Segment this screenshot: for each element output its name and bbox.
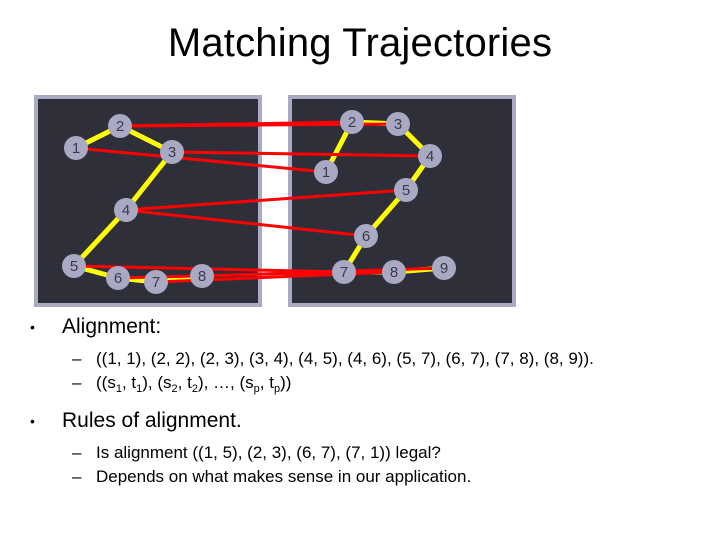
- bullet-marker: •: [30, 319, 35, 335]
- trajectory-s-point-label: 1: [72, 140, 80, 157]
- sub-bullet-text: Depends on what makes sense in our appli…: [96, 467, 472, 486]
- trajectory-s-point-label: 7: [152, 274, 160, 291]
- trajectory-s-point-marker: [160, 140, 184, 164]
- trajectory-t-point-marker: [382, 260, 406, 284]
- sub-bullet-depends: – Depends on what makes sense in our app…: [72, 465, 710, 489]
- dash-marker: –: [72, 349, 82, 368]
- trajectory-t-point-label: 5: [402, 182, 410, 199]
- trajectory-t-point-label: 9: [440, 260, 448, 277]
- bullet-alignment: • Alignment:: [30, 313, 710, 341]
- trajectory-s-point-label: 5: [70, 258, 78, 275]
- slide-title: Matching Trajectories: [167, 21, 553, 65]
- dash-marker: –: [72, 467, 82, 486]
- bullet-alignment-text: Alignment:: [62, 315, 162, 338]
- trajectory-s-segment: [123, 149, 175, 213]
- trajectory-t-point-marker: [354, 224, 378, 248]
- trajectory-s-point-marker: [106, 266, 130, 290]
- trajectory-s-point-marker: [108, 114, 132, 138]
- bullet-rules-text: Rules of alignment.: [62, 409, 242, 432]
- trajectory-s-segment: [71, 207, 129, 269]
- trajectory-t-point-label: 3: [394, 116, 402, 133]
- trajectory-t-point-marker: [314, 160, 338, 184]
- trajectory-s-point-label: 3: [168, 144, 176, 161]
- trajectory-t-point-label: 2: [348, 114, 356, 131]
- trajectory-s-point-marker: [62, 254, 86, 278]
- trajectory-t-point-label: 1: [322, 164, 330, 181]
- sub-bullet-text-general: ((s1, t1), (s2, t2), …, (sp, tp)): [96, 373, 292, 395]
- trajectory-s-point-marker: [64, 136, 88, 160]
- trajectory-t-point-label: 8: [390, 264, 398, 281]
- alignment-line: [124, 188, 408, 212]
- dash-marker: –: [72, 443, 82, 462]
- trajectory-t-point-marker: [340, 110, 364, 134]
- sub-bullet-alignment-example: – ((1, 1), (2, 2), (2, 3), (3, 4), (4, 5…: [72, 347, 710, 371]
- trajectory-t-point-marker: [394, 178, 418, 202]
- trajectory-t-point-label: 7: [340, 264, 348, 281]
- trajectory-t-point-marker: [432, 256, 456, 280]
- trajectory-t-point-label: 6: [362, 228, 370, 245]
- dash-marker: –: [72, 373, 82, 392]
- trajectory-t-point-marker: [386, 112, 410, 136]
- trajectory-s-point-marker: [190, 264, 214, 288]
- trajectory-s-point-label: 4: [122, 202, 130, 219]
- sub-bullet-text: ((1, 1), (2, 2), (2, 3), (3, 4), (4, 5),…: [96, 349, 594, 368]
- trajectory-t-point-label: 4: [426, 148, 434, 165]
- alignment-line: [124, 208, 368, 238]
- trajectory-s-point-marker: [114, 198, 138, 222]
- alignment-line: [170, 150, 432, 158]
- trajectory-t-point-marker: [332, 260, 356, 284]
- bullet-marker: •: [30, 413, 35, 429]
- sub-bullet-alignment-general: – ((s1, t1), (s2, t2), …, (sp, tp)): [72, 371, 710, 397]
- sub-bullet-legal-question: – Is alignment ((1, 5), (2, 3), (6, 7), …: [72, 441, 710, 465]
- sub-bullet-text: Is alignment ((1, 5), (2, 3), (6, 7), (7…: [96, 443, 441, 462]
- trajectory-s-point-label: 6: [114, 270, 122, 287]
- alignment-line: [74, 146, 328, 174]
- trajectory-s-point-marker: [144, 270, 168, 294]
- bullet-list: • Alignment: – ((1, 1), (2, 2), (2, 3), …: [30, 313, 710, 489]
- trajectory-s-point-label: 2: [116, 118, 124, 135]
- trajectory-t-point-marker: [418, 144, 442, 168]
- bullet-rules: • Rules of alignment.: [30, 407, 710, 435]
- trajectory-s-point-label: 8: [198, 268, 206, 285]
